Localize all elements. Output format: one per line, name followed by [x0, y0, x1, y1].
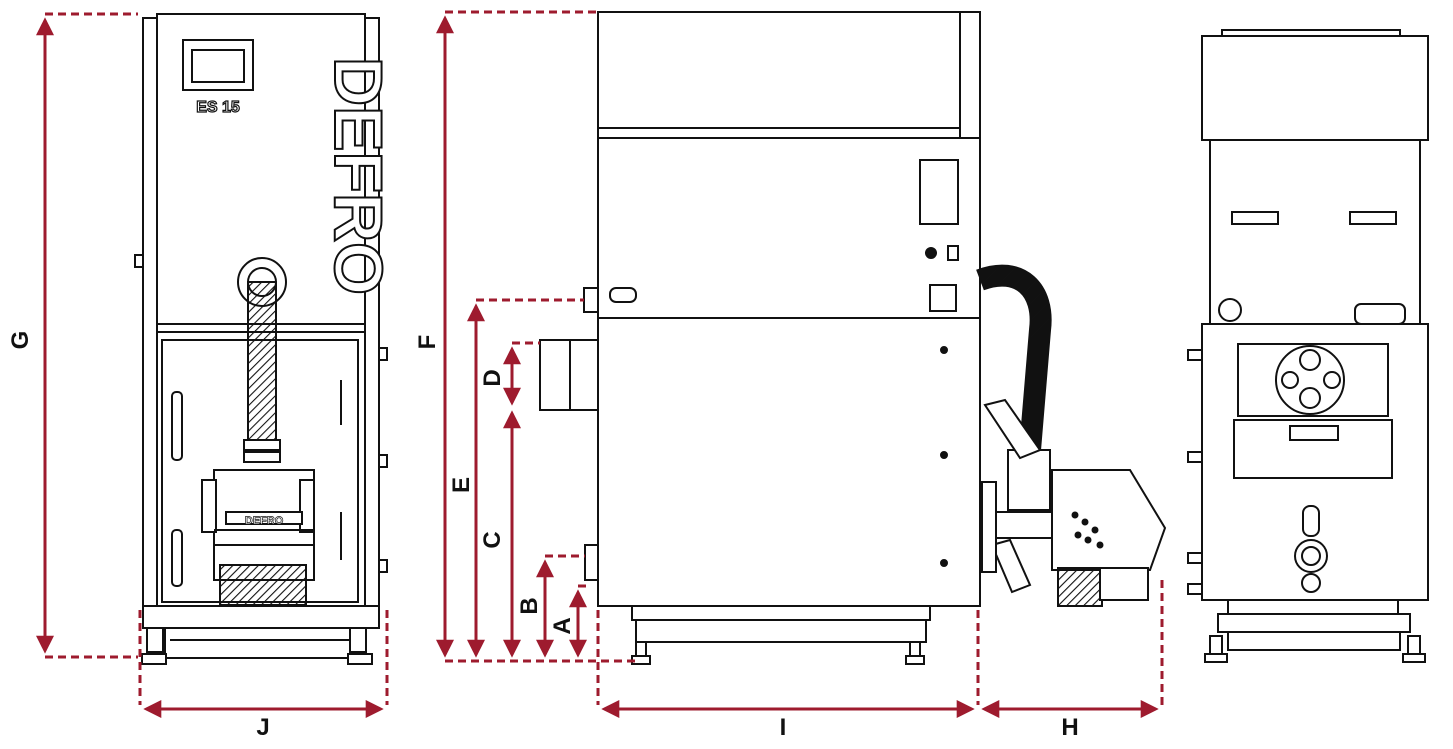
dim-label-d: D: [479, 369, 506, 386]
front-view: [134, 13, 388, 665]
dimension-labels: G F E D C B A J I H: [7, 331, 1079, 741]
model-label: ES 15: [196, 99, 240, 116]
defro-logo: DEFRO: [320, 57, 396, 295]
dim-label-b: B: [516, 597, 543, 614]
display-cutout: [919, 159, 959, 225]
side-view: [539, 11, 1167, 665]
feeder-logo: DEFRO: [245, 515, 284, 527]
dim-label-c: C: [479, 531, 506, 548]
dim-label-g: G: [7, 331, 34, 350]
back-view: [1187, 29, 1429, 663]
dim-label-e: E: [448, 477, 475, 493]
dim-label-h: H: [1061, 714, 1078, 741]
dim-label-a: A: [549, 617, 576, 634]
dim-label-i: I: [780, 714, 787, 741]
dim-label-j: J: [256, 714, 269, 741]
dimension-lines: [36, 10, 1164, 718]
dim-label-f: F: [414, 335, 441, 350]
